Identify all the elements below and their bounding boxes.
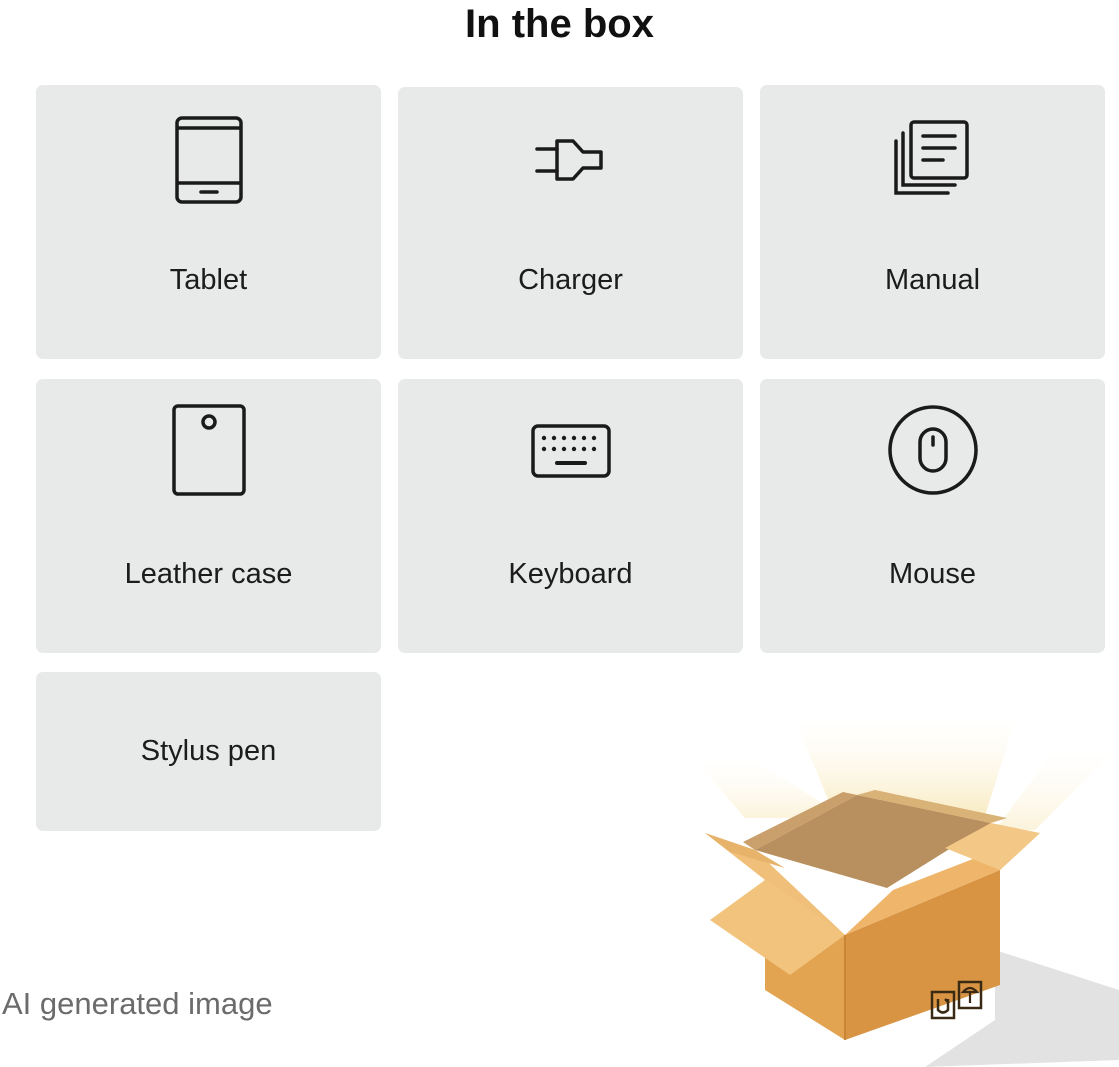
manual-documents-icon — [893, 120, 969, 195]
keyboard-icon — [530, 424, 611, 478]
item-label: Keyboard — [508, 558, 633, 590]
case-icon — [171, 404, 246, 496]
page-title: In the box — [465, 2, 654, 46]
item-label: Mouse — [888, 558, 977, 590]
item-tile-stylus-pen: Stylus pen — [36, 672, 381, 831]
item-label: Tablet — [169, 264, 248, 296]
item-tile-leather-case: Leather case — [36, 379, 381, 653]
tablet-icon — [174, 116, 243, 204]
mouse-icon — [887, 405, 978, 495]
item-tile-tablet: Tablet — [36, 85, 381, 359]
item-label: Leather case — [124, 558, 293, 590]
open-cardboard-box-illustration — [695, 720, 1119, 1067]
item-tile-mouse: Mouse — [760, 379, 1105, 653]
ai-generated-caption: AI generated image — [2, 986, 273, 1021]
item-tile-keyboard: Keyboard — [398, 379, 743, 653]
item-label: Manual — [884, 264, 981, 296]
item-tile-manual: Manual — [760, 85, 1105, 359]
item-tile-charger: Charger — [398, 87, 743, 359]
item-label: Stylus pen — [140, 735, 277, 767]
item-label: Charger — [518, 264, 623, 296]
charger-plug-icon — [534, 139, 603, 181]
